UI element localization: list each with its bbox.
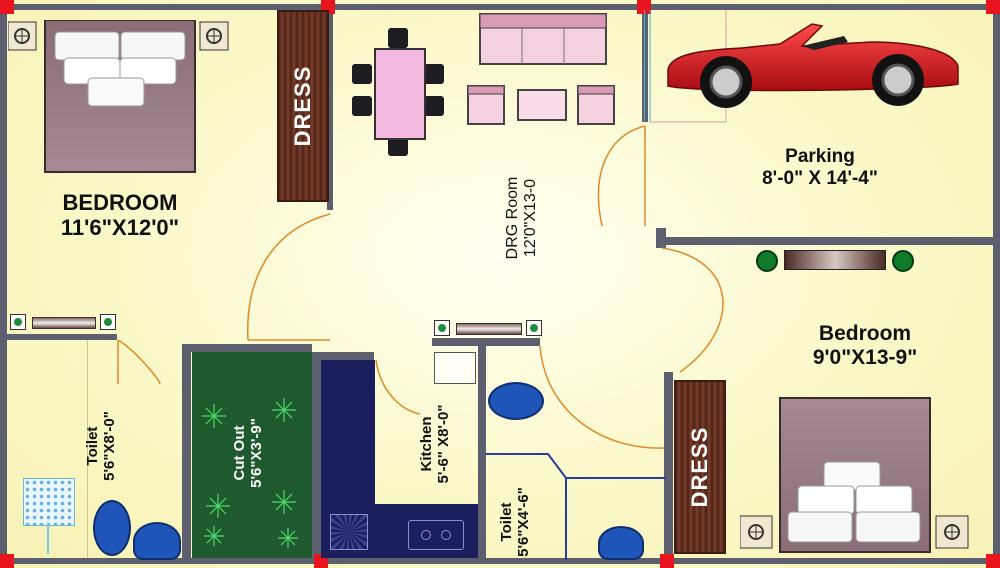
car-icon (667, 23, 959, 108)
wall-kitchen-top-right (432, 338, 540, 346)
room-name: Parking (785, 146, 855, 167)
wall-bedroom-dress (327, 10, 333, 210)
chair-icon (352, 64, 372, 84)
room-size: 5'-6" X8'-0" (435, 404, 453, 484)
bed-icon (740, 397, 969, 553)
dress-wardrobe-main: DRESS (277, 10, 329, 202)
room-label-cut-out: Cut Out 5'6"X3'-9" (231, 393, 273, 513)
room-size: 5'6"X4'-6" (515, 487, 533, 557)
room-size: 11'6"X12'0" (60, 215, 180, 241)
wall-parking-stub (656, 228, 666, 248)
toilet-icon (93, 500, 131, 556)
room-label-bedroom-main: BEDROOM 11'6"X12'0" (40, 190, 200, 241)
wall-bedroom-toilet (7, 334, 117, 340)
stove-icon (330, 514, 368, 550)
wall-kitchen-top (312, 352, 374, 360)
wall-top (0, 4, 1000, 10)
room-size: 9'0"X13-9" (812, 346, 918, 370)
room-name: Toilet (84, 426, 101, 466)
room-name: Toilet (498, 502, 515, 542)
switchboard-icon (10, 314, 116, 330)
room-name: Kitchen (418, 416, 435, 472)
wall-cutout-top (182, 344, 312, 352)
wall-left (0, 4, 7, 564)
room-name: DRG Room (504, 176, 521, 260)
toilet-partition-lines (486, 453, 666, 560)
pillar (637, 0, 651, 14)
bed-icon (8, 20, 229, 173)
chair-icon (424, 64, 444, 84)
wall-kitchen-left (312, 352, 321, 558)
pillar (986, 0, 1000, 14)
dress-wardrobe-bedroom2: DRESS (674, 380, 726, 554)
room-name: Cut Out (231, 425, 248, 481)
wall-kitchen-right (478, 344, 486, 558)
fridge-icon (434, 352, 476, 384)
wall-bottom (0, 558, 1000, 564)
room-name: BEDROOM (62, 190, 178, 215)
wall-bedroom2-left (664, 372, 673, 558)
cut-out-garden (192, 352, 312, 558)
dining-table-icon (352, 28, 444, 158)
toilet-left-area (7, 340, 182, 560)
wall-right (993, 4, 1000, 564)
wall-cutout-left (182, 344, 191, 558)
room-size: 12'0"X13-0 (522, 178, 540, 258)
wall-parking-bottom (658, 237, 993, 245)
plant-icon (202, 398, 298, 548)
shower-rail (47, 524, 49, 554)
room-label-bedroom-2: Bedroom 9'0"X13-9" (782, 322, 948, 370)
pillar (660, 554, 674, 568)
room-label-toilet-mid: Toilet 5'6"X4'-6" (498, 470, 538, 568)
chair-icon (388, 136, 408, 156)
chair-icon (424, 96, 444, 116)
pillar (0, 554, 14, 568)
shower-icon (23, 478, 75, 526)
room-label-kitchen: Kitchen 5'-6" X8'-0" (418, 372, 458, 516)
chair-icon (352, 96, 372, 116)
washroom-divider (87, 340, 88, 558)
chair-icon (388, 28, 408, 48)
pillar (986, 554, 1000, 568)
switchboard-icon (756, 248, 914, 272)
room-label-parking: Parking 8'-0" X 14'-4" (732, 146, 908, 190)
room-label-drg-room: DRG Room 12'0"X13-0 (504, 156, 544, 280)
table-top (374, 48, 426, 140)
room-size: 8'-0" X 14'-4" (762, 167, 878, 189)
sofa-icon (467, 13, 615, 125)
switchboard-icon (434, 320, 542, 336)
wash-basin-icon (598, 526, 644, 560)
wash-basin-icon (133, 522, 181, 560)
sink-icon (408, 520, 464, 550)
room-label-toilet-left: Toilet 5'6"X8'-0" (84, 386, 124, 506)
toilet-icon (488, 382, 544, 420)
room-size: 5'6"X3'-9" (248, 418, 266, 488)
pillar (0, 0, 14, 14)
room-size: 5'6"X8'-0" (101, 411, 119, 481)
room-name: Bedroom (818, 322, 912, 345)
